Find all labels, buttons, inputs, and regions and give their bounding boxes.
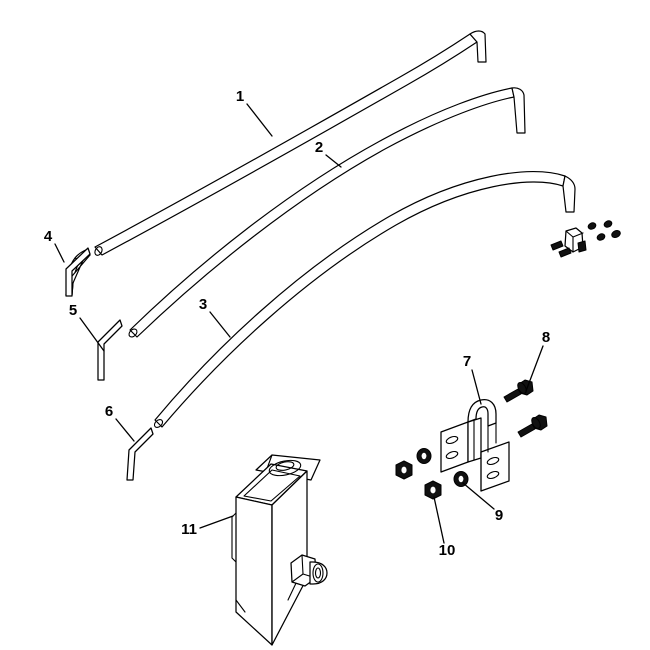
- callout-number-10: 10: [439, 542, 456, 559]
- part-9-flat-washer-lower: [453, 471, 469, 487]
- leader-4: [54, 243, 65, 263]
- callout-number-5: 5: [69, 302, 77, 319]
- callout-number-7: 7: [463, 353, 471, 370]
- callout-number-8: 8: [542, 329, 550, 346]
- part-8-hex-head-bolt-lower: [517, 414, 548, 438]
- leader-2: [325, 154, 342, 168]
- part-6-bent-rod-short-lower: [126, 427, 154, 481]
- leader-9: [462, 482, 495, 510]
- small-hardware-cluster: [550, 220, 621, 258]
- callout-number-1: 1: [236, 88, 244, 105]
- leader-3: [209, 311, 231, 338]
- leader-10: [433, 496, 445, 544]
- part-8-hex-head-bolt-upper: [503, 379, 534, 403]
- part-2-long-curved-tube-middle: [128, 87, 526, 338]
- callout-number-4: 4: [44, 228, 53, 245]
- callout-number-11: 11: [181, 521, 197, 538]
- leader-6: [115, 418, 135, 442]
- part-11-hex-fitting: [290, 554, 328, 587]
- leader-5: [79, 317, 105, 352]
- callout-number-2: 2: [315, 139, 323, 156]
- leader-11: [199, 515, 234, 529]
- part-5-bent-rod-short-middle: [97, 319, 123, 381]
- part-4-bent-rod-short-upper: [65, 247, 91, 297]
- part-10-hex-nut-right: [424, 480, 442, 500]
- leader-8: [525, 345, 544, 392]
- part-7-z-mounting-bracket: [440, 398, 510, 492]
- callout-number-6: 6: [105, 403, 113, 420]
- callout-number-9: 9: [495, 507, 503, 524]
- part-9-flat-washer-upper: [416, 448, 432, 464]
- part-11-chute-housing-assembly: [231, 454, 328, 646]
- part-3-long-curved-tube-lower: [153, 171, 576, 428]
- leader-7: [471, 369, 482, 405]
- callout-number-3: 3: [199, 296, 207, 313]
- callout-numbers: 1 2 3 4 5 6 7 8 9 10 11: [44, 88, 550, 559]
- part-1-long-curved-tube-upper: [94, 30, 487, 256]
- part-10-hex-nut-left: [395, 460, 413, 480]
- leader-1: [246, 103, 273, 137]
- leader-lines: [54, 103, 544, 544]
